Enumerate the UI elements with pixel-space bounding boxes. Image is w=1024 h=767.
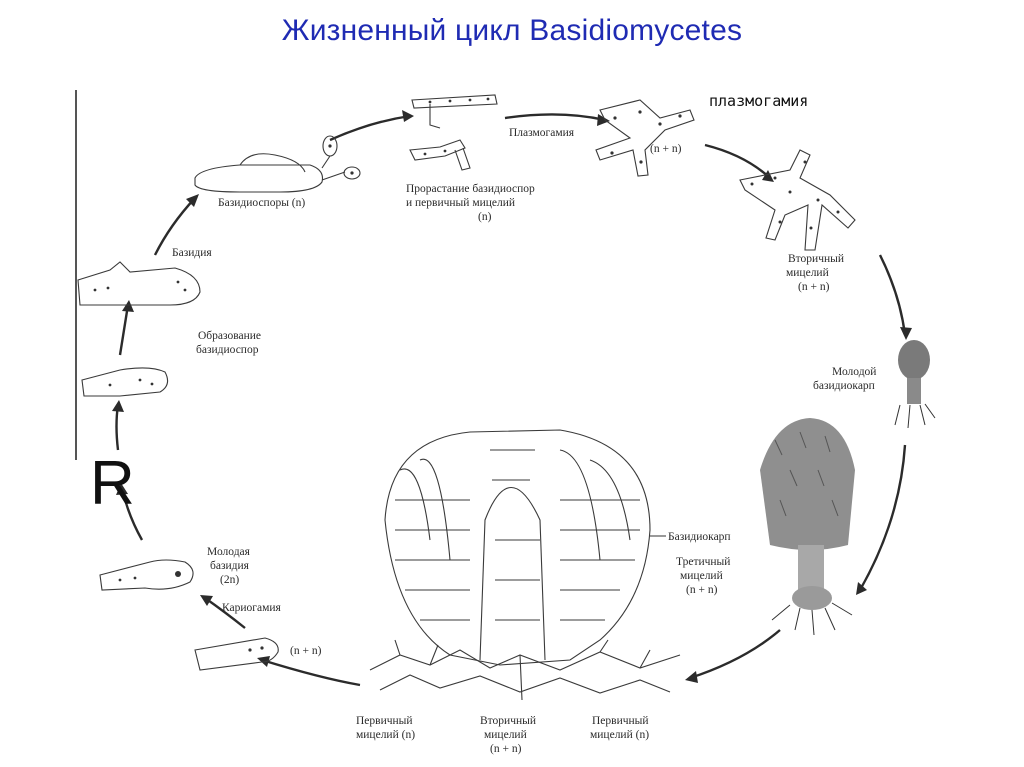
label-secondary-bottom-2: мицелий bbox=[484, 729, 527, 741]
arrow-to-basidium bbox=[118, 304, 130, 356]
basidium-formation-illustration bbox=[81, 367, 169, 397]
cycle-arrows bbox=[112, 110, 912, 687]
page-title: Жизненный цикл Basidiomycetes bbox=[281, 14, 743, 47]
bottom-mycelium-illustration bbox=[369, 639, 681, 701]
label-secondary-1: Вторичный bbox=[788, 253, 844, 265]
label-secondary-bottom-1: Вторичный bbox=[480, 715, 536, 727]
young-basidium-illustration bbox=[99, 559, 194, 591]
label-primary-left-1: Первичный bbox=[356, 715, 413, 727]
label-basidium: Базидия bbox=[172, 247, 212, 259]
young-basidiocarp-illustration bbox=[894, 340, 936, 429]
plasmogamy-illustration bbox=[595, 99, 695, 177]
label-young-basidium-2: базидия bbox=[210, 560, 250, 572]
label-cell-nn: (n + n) bbox=[290, 645, 322, 657]
label-basidiocarp: Базидиокарп bbox=[668, 531, 731, 543]
label-secondary-2: мицелий bbox=[786, 267, 829, 279]
label-secondary-bottom-3: (n + n) bbox=[490, 743, 522, 755]
label-tertiary-2: мицелий bbox=[680, 570, 723, 582]
label-young-basidium-1: Молодая bbox=[207, 546, 251, 558]
label-young-basidiocarp-2: базидиокарп bbox=[813, 380, 875, 392]
arrow-spores-to-germination bbox=[329, 114, 411, 142]
arrow-secondary-to-young-basidiocarp bbox=[878, 254, 907, 336]
label-young-basidium-3: (2n) bbox=[220, 574, 239, 586]
label-formation-2: базидиоспор bbox=[196, 344, 259, 356]
label-basidiospores: Базидиоспоры (n) bbox=[218, 197, 305, 209]
basidium-illustration bbox=[77, 261, 201, 306]
label-germination-2: и первичный мицелий bbox=[406, 197, 515, 209]
label-plasmogamy-nn: (n + n) bbox=[650, 143, 682, 155]
dikaryotic-cell-illustration bbox=[194, 637, 279, 671]
arrow-formation-up bbox=[115, 404, 120, 451]
label-plasmogamy: Плазмогамия bbox=[509, 127, 575, 139]
label-germination-3: (n) bbox=[478, 211, 492, 223]
handwritten-mark: R bbox=[90, 449, 135, 518]
label-secondary-3: (n + n) bbox=[798, 281, 830, 293]
basidiospores-illustration bbox=[194, 135, 361, 193]
label-young-basidiocarp-1: Молодой bbox=[832, 366, 876, 378]
label-tertiary-3: (n + n) bbox=[686, 584, 718, 596]
label-germination-1: Прорастание базидиоспор bbox=[406, 183, 535, 195]
mature-basidiocarp-illustration bbox=[760, 418, 855, 636]
arrow-mycelium-to-cell bbox=[261, 658, 361, 687]
label-primary-right-1: Первичный bbox=[592, 715, 649, 727]
plasmogamy-annotation: плазмогамия bbox=[709, 92, 809, 110]
label-formation-1: Образование bbox=[198, 330, 261, 342]
secondary-mycelium-illustration bbox=[739, 149, 856, 251]
arrow-young-to-mature bbox=[858, 444, 907, 591]
label-primary-right-2: мицелий (n) bbox=[590, 729, 649, 741]
arrow-plasmogamy-to-secondary bbox=[704, 143, 771, 179]
label-primary-left-2: мицелий (n) bbox=[356, 729, 415, 741]
gill-section-illustration bbox=[384, 429, 651, 666]
label-karyogamy: Кариогамия bbox=[222, 602, 282, 614]
germinating-spores-illustration bbox=[409, 94, 498, 171]
arrow-mature-to-mycelium bbox=[689, 629, 781, 680]
arrow-germination-to-plasmogamy bbox=[504, 113, 606, 122]
label-tertiary-1: Третичный bbox=[676, 556, 730, 568]
